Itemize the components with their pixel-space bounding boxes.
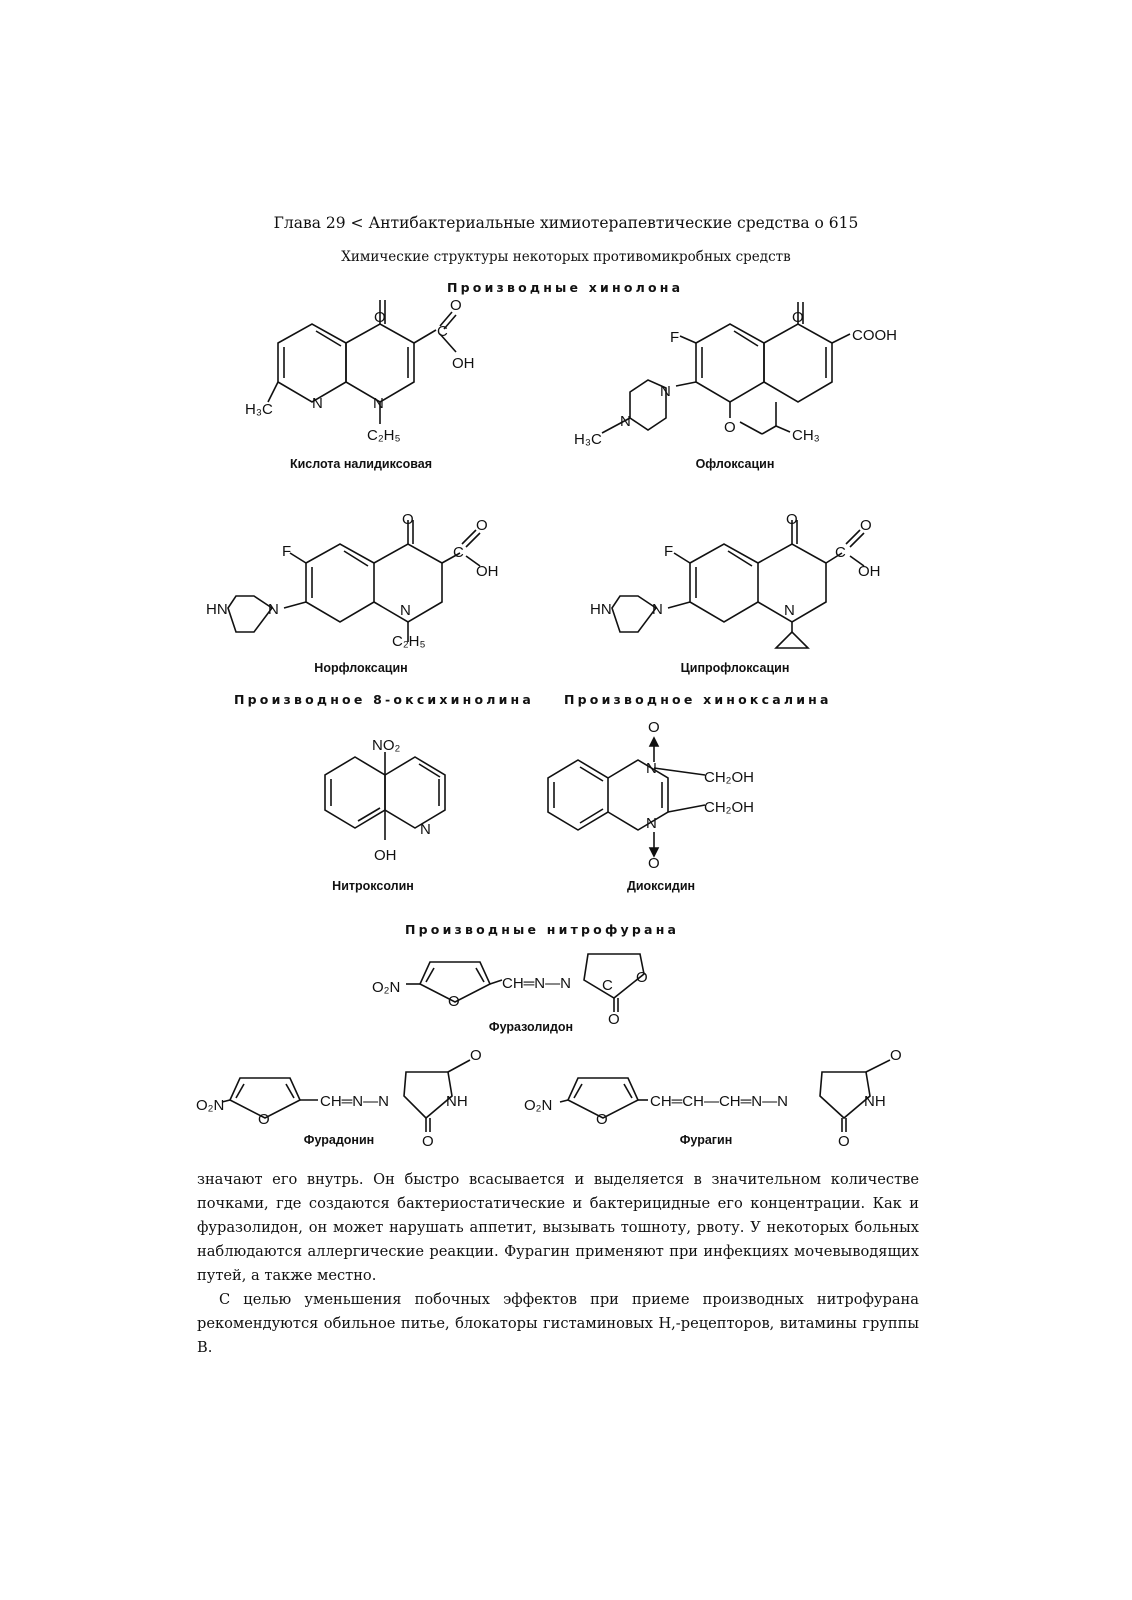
atom-n: N [646,760,657,777]
chain-furagin: CH═CH—CH═N—N [650,1093,788,1110]
atom-c2h5: C₂H₅ [367,427,401,444]
body-text: значают его внутрь. Он быстро всасываетс… [197,1168,919,1360]
atom-o: O [476,517,488,534]
atom-o: O [792,309,804,326]
structure-furazolidone: O₂N O CH═N—N O C O [372,953,648,1028]
atom-o: O [608,1011,620,1028]
atom-f: F [670,329,679,346]
atom-c: C [602,977,613,994]
atom-oh: OH [858,563,881,580]
atom-c: C [437,323,448,340]
atom-hn: HN [590,601,612,618]
atom-oh: OH [374,847,397,864]
compound-name-furagin: Фурагин [679,1133,733,1147]
structure-dioxidine: O N N CH₂OH CH₂OH O [547,719,754,872]
chain-furazolidone: CH═N—N [502,975,571,992]
atom-o: O [648,855,660,872]
structure-ofloxacin: O COOH F N N H₃C O CH₃ [574,302,897,448]
atom-n: N [660,383,671,400]
atom-o: O [636,969,648,986]
atom-n: N [312,395,323,412]
atom-n: N [620,413,631,430]
atom-o: O [448,993,460,1010]
structure-nalidixic-acid: O C O OH N N H₃C C₂H₅ [245,297,475,444]
atom-o: O [450,297,462,314]
figure-caption: Химические структуры некоторых противоми… [341,249,791,265]
atom-o: O [374,309,386,326]
atom-ch2oh: CH₂OH [704,799,754,816]
atom-c: C [835,544,846,561]
atom-o2n: O₂N [372,979,400,996]
atom-o: O [470,1047,482,1064]
chain-furadonin: CH═N—N [320,1093,389,1110]
group-heading-quinoxaline: Производное хиноксалина [564,692,832,707]
atom-o: O [786,511,798,528]
atom-n: N [268,601,279,618]
group-heading-quinolone: Производные хинолона [447,280,684,295]
atom-nh: NH [864,1093,886,1110]
compound-name-nalidixic: Кислота налидиксовая [289,457,433,471]
compound-name-ciprofloxacin: Ципрофлоксацин [680,661,790,675]
atom-cooh: COOH [852,327,897,344]
atom-c: C [453,544,464,561]
group-heading-nitrofuran: Производные нитрофурана [405,922,680,937]
compound-name-norfloxacin: Норфлоксацин [314,661,408,675]
running-head: Глава 29 < Антибактериальные химиотерапе… [273,214,859,232]
atom-hn: HN [206,601,228,618]
atom-o: O [838,1133,850,1150]
atom-o: O [890,1047,902,1064]
atom-o: O [258,1111,270,1128]
atom-c2h5: C₂H₅ [392,633,426,650]
atom-o: O [422,1133,434,1150]
group-heading-oxyquinoline: Производное 8-оксихинолина [234,692,535,707]
structure-ciprofloxacin: O C O OH F N N HN [590,511,881,649]
atom-n: N [400,602,411,619]
structure-nitroxoline: NO₂ N OH [324,737,446,864]
atom-h3c: H₃C [574,431,602,448]
atom-ch3: CH₃ [792,427,820,444]
atom-f: F [664,543,673,560]
atom-n: N [373,395,384,412]
compound-name-furazolidone: Фуразолидон [488,1020,574,1034]
atom-n: N [420,821,431,838]
structure-furadonin: O₂N O CH═N—N NH O O [196,1047,482,1150]
atom-oh: OH [452,355,475,372]
atom-oh: OH [476,563,499,580]
atom-o: O [402,511,414,528]
atom-ch2oh: CH₂OH [704,769,754,786]
body-paragraph-2: С целью уменьшения побочных эффектов при… [197,1291,919,1356]
structure-norfloxacin: O C O OH F N N HN C₂H₅ [206,511,499,650]
atom-n: N [646,815,657,832]
atom-o: O [724,419,736,436]
compound-name-nitroxoline: Нитроксолин [332,879,414,893]
atom-n: N [784,602,795,619]
atom-o2n: O₂N [524,1097,552,1114]
atom-nh: NH [446,1093,468,1110]
atom-no2: NO₂ [372,737,401,754]
atom-o: O [860,517,872,534]
atom-o2n: O₂N [196,1097,224,1114]
atom-o: O [648,719,660,736]
atom-o: O [596,1111,608,1128]
body-paragraph-1: значают его внутрь. Он быстро всасываетс… [197,1171,919,1284]
atom-n: N [652,601,663,618]
compound-name-ofloxacin: Офлоксацин [695,457,775,471]
atom-f: F [282,543,291,560]
structure-furagin: O₂N O CH═CH—CH═N—N NH O O [524,1047,902,1150]
atom-h3c: H₃C [245,401,273,418]
compound-name-dioxidine: Диоксидин [626,879,696,893]
compound-name-furadonin: Фурадонин [303,1133,375,1147]
